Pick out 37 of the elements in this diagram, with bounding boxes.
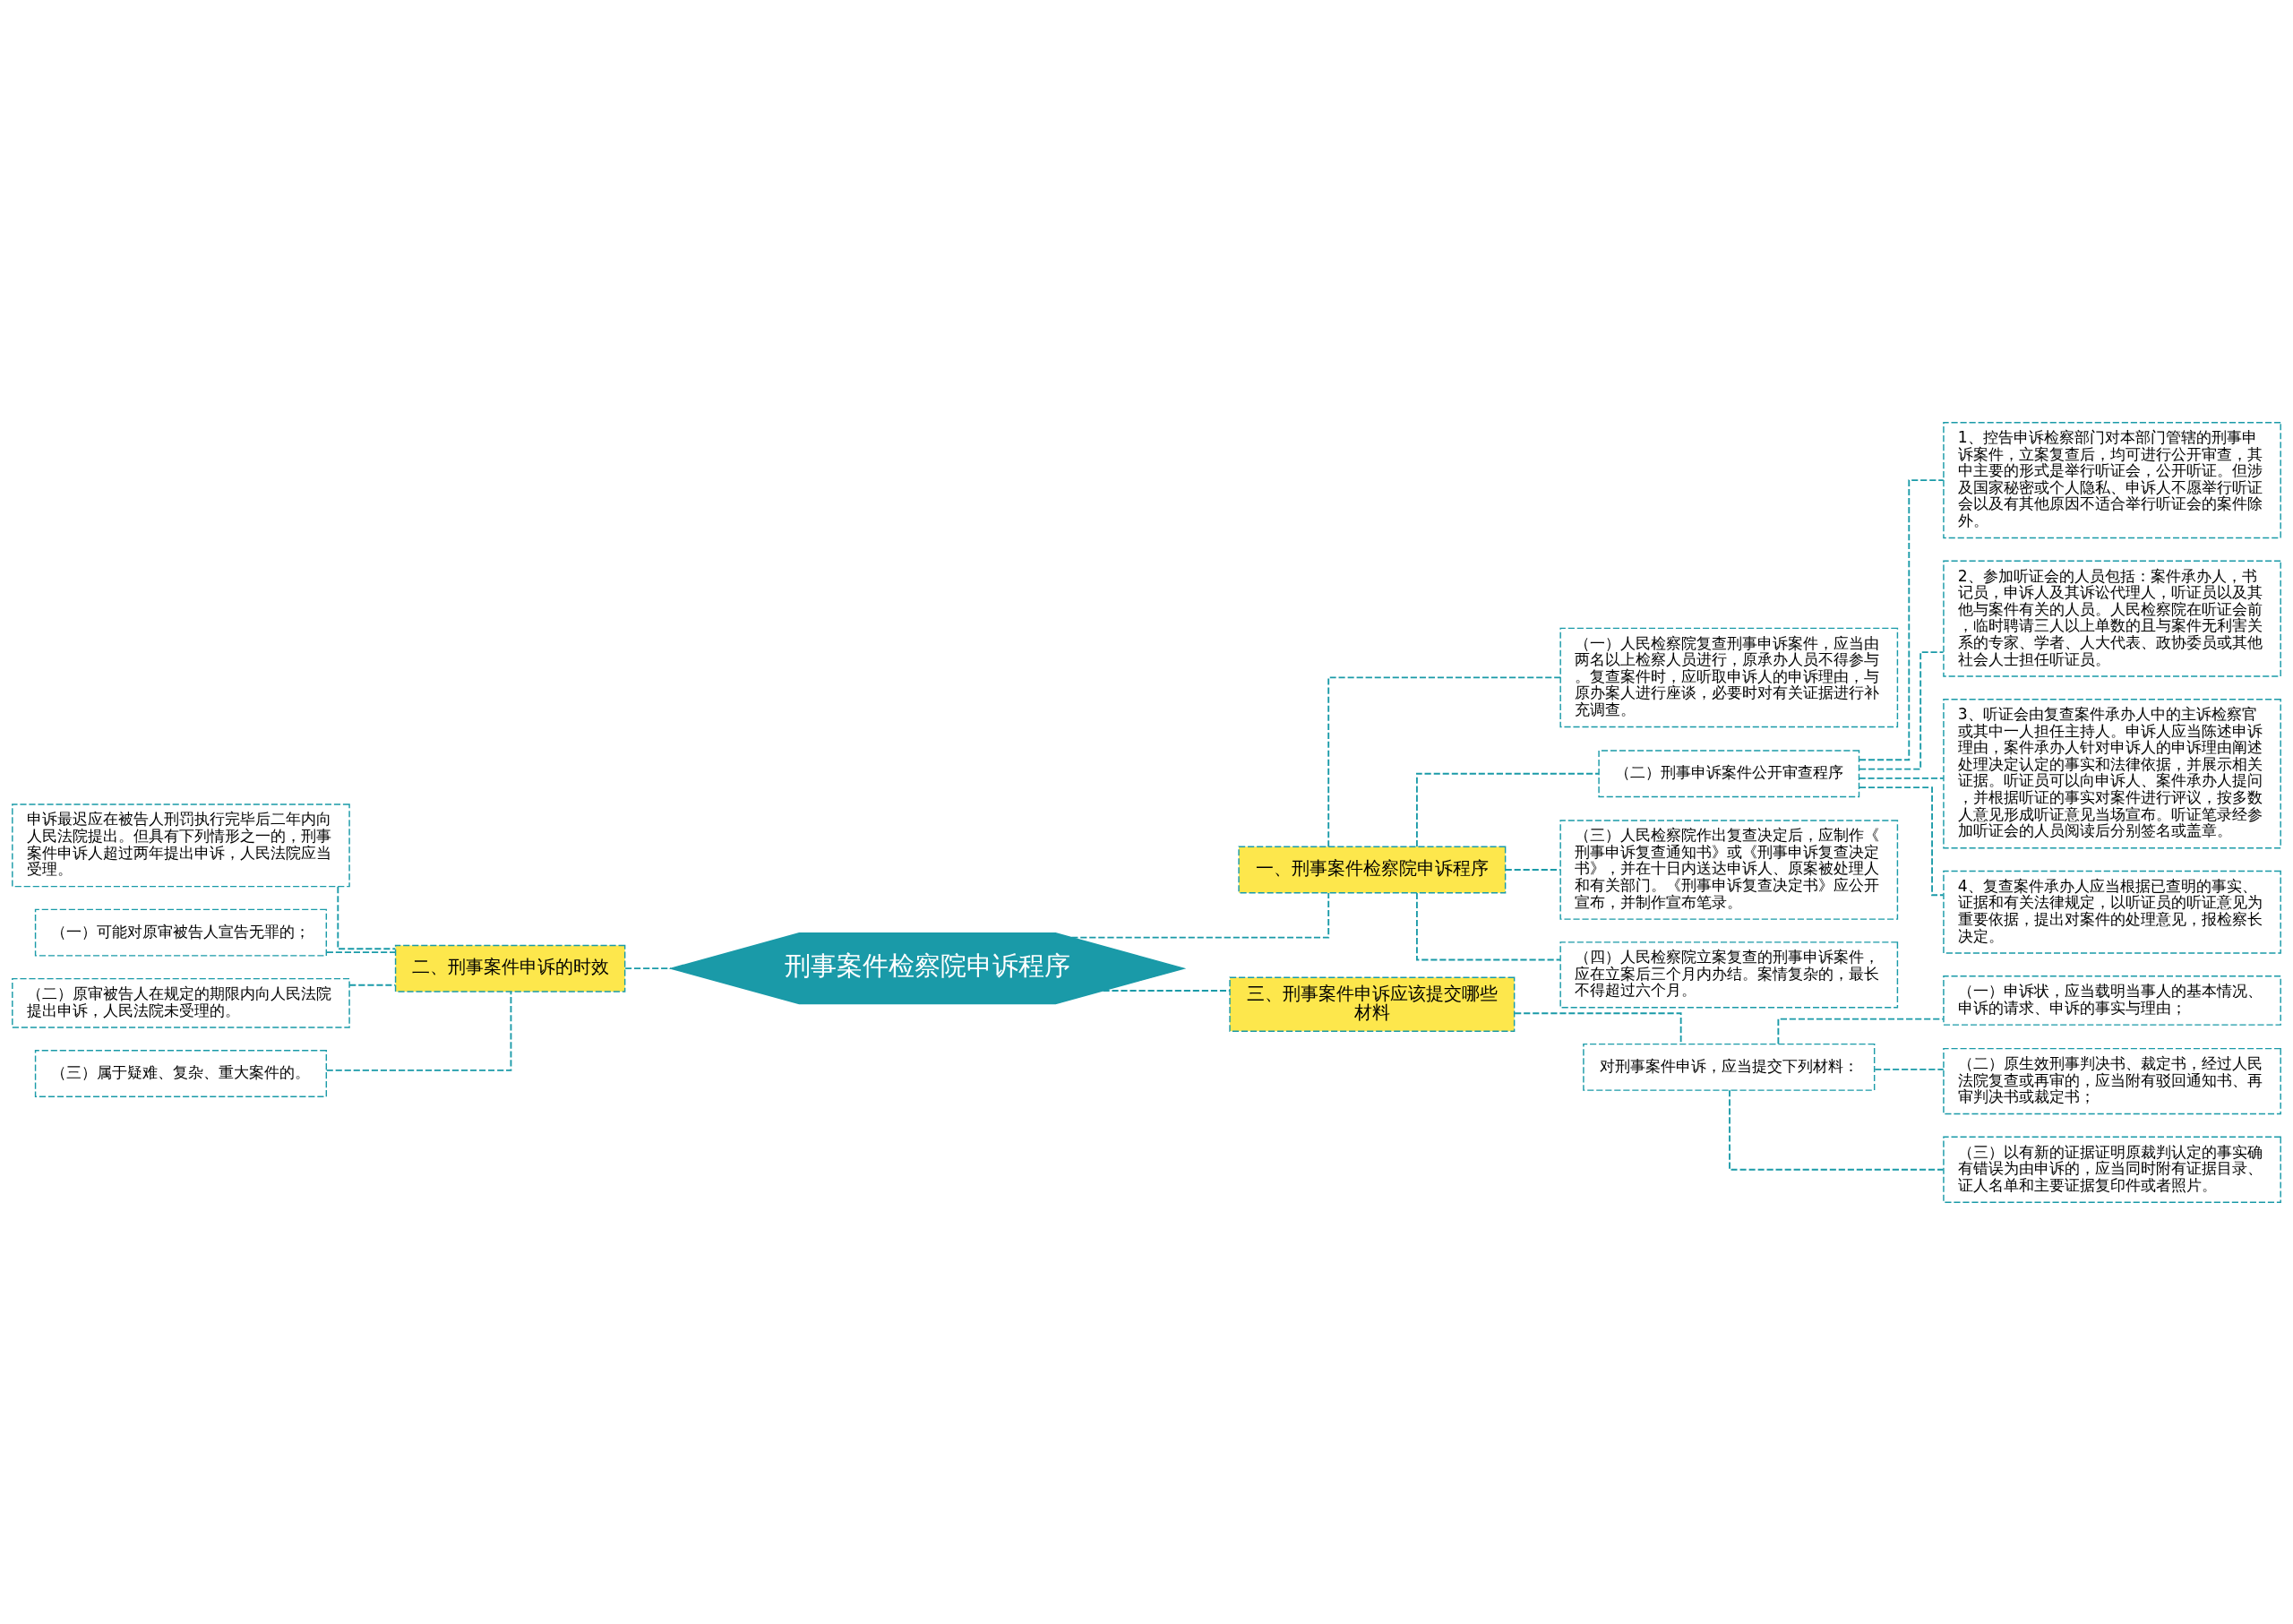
node-box: （二）原审被告人在规定的期限内向人民法院提出申诉，人民法院未受理的。: [12, 977, 350, 1028]
connector: [1504, 868, 1561, 871]
node-box: 一、刑事案件检察院申诉程序: [1238, 846, 1507, 893]
node-box: （二）原生效刑事判决书、裁定书，经过人民法院复查或再审的，应当附有驳回通知书、再审判决书或裁定书；: [1943, 1047, 2281, 1114]
node-box: （四）人民检察院立案复查的刑事申诉案件，应在立案后三个月内办结。案情复杂的，最长不得超过六个月。: [1559, 941, 1899, 1009]
connector: [1858, 786, 1945, 896]
node-box: （一）可能对原审被告人宣告无罪的；: [34, 908, 328, 957]
connector: [1858, 478, 1945, 760]
connector: [1858, 777, 1945, 779]
connector: [1859, 650, 1945, 769]
connector: [1070, 891, 1330, 939]
connector: [1874, 1068, 1945, 1070]
node-box: （一）人民检察院复查刑事申诉案件，应当由两名以上检察人员进行，原承办人员不得参与。复查案件时，应听取申诉人的申诉理由，与原办案人进行座谈，必要时对有关证据进行补充调查。: [1559, 627, 1899, 727]
connector: [1729, 1088, 1945, 1171]
node-box: （三）以有新的证据证明原裁判认定的事实确有错误为由申诉的，应当同时附有证据目录、证人名单和主要证据复印件或者照片。: [1943, 1136, 2281, 1203]
connector: [325, 950, 396, 953]
connector: [624, 967, 673, 969]
connector: [1416, 772, 1600, 847]
node-box: （三）人民检察院作出复查决定后，应制作《刑事申诉复查通知书》或《刑事申诉复查决定书》，并在十日内送达申诉人、原案被处理人和有关部门。《刑事申诉复查决定书》应公开宣布，并制作宣布笔录。: [1559, 819, 1899, 920]
node-box: 3、听证会由复查案件承办人中的主诉检察官或其中一人担任主持人。申诉人应当陈述申诉理由，案件承办人针对申诉人的申诉理由阐述处理决定认定的事实和法律依据，并展示相关证据。听证员可以向申诉人、案件承办人提问，并根据听证的事实对案件进行评议，按多数人意见形成听证意见当场宣布。听证笔录经参加听证会的人员阅读后分别签名或盖章。: [1943, 698, 2281, 848]
node-box: （二）刑事申诉案件公开审查程序: [1598, 749, 1860, 797]
connector: [1514, 1011, 1682, 1044]
node-box: 三、刑事案件申诉应该提交哪些材料: [1229, 976, 1516, 1032]
connector: [337, 885, 397, 949]
connector: [348, 984, 397, 986]
node-box: 对刑事案件申诉，应当提交下列材料：: [1583, 1043, 1876, 1091]
node-box: 申诉最迟应在被告人刑罚执行完毕后二年内向人民法院提出。但具有下列情形之一的，刑事案件申诉人超过两年提出申诉，人民法院应当受理。: [12, 803, 350, 887]
node-box: （一）申诉状，应当载明当事人的基本情况、申诉的请求、申诉的事实与理由；: [1943, 975, 2281, 1026]
connector: [1416, 891, 1561, 960]
node-box: （三）属于疑难、复杂、重大案件的。: [34, 1049, 328, 1097]
node-box: 4、复查案件承办人应当根据已查明的事实、证据和有关法律规定，以听证员的听证意见为重要依据，提出对案件的处理意见，报检察长决定。: [1943, 870, 2281, 954]
node-box: 1、控告申诉检察部门对本部门管辖的刑事申诉案件，立案复查后，均可进行公开审查，其中主要的形式是举行听证会，公开听证。但涉及国家秘密或个人隐私、申诉人不愿举行听证会以及有其他原因不适合举行听证会的案件除外。: [1943, 421, 2281, 538]
connector: [1102, 989, 1231, 992]
node-box: 二、刑事案件申诉的时效: [394, 944, 626, 992]
connector: [325, 990, 512, 1071]
node-box: 2、参加听证会的人员包括：案件承办人，书记员，申诉人及其诉讼代理人，听证员以及其他与案件有关的人员。人民检察院在听证会前，临时聘请三人以上单数的且与案件无利害关系的专家、学者、人大代表、政协委员或其他社会人士担任听证员。: [1943, 560, 2281, 677]
connector: [1327, 676, 1561, 847]
